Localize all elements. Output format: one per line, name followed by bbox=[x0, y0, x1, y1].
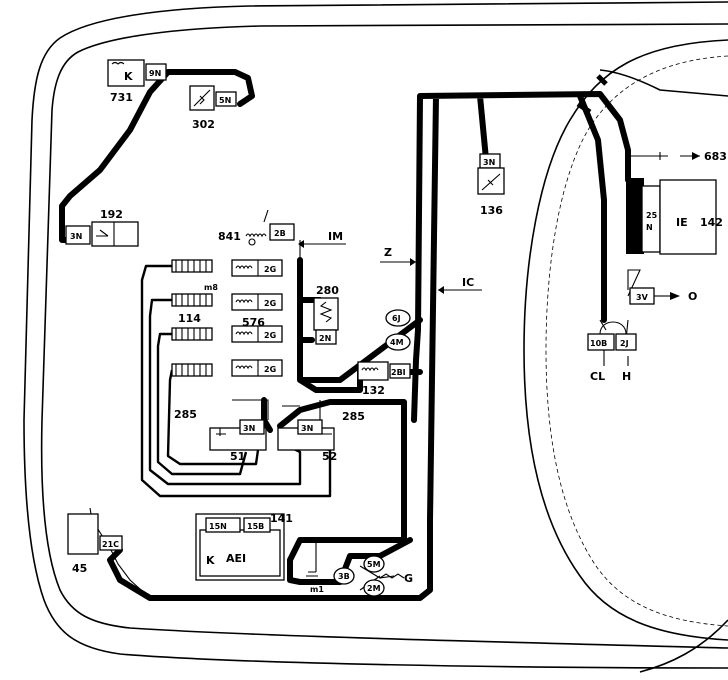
label-576: 576 bbox=[242, 316, 265, 329]
label-280: 280 bbox=[316, 284, 339, 297]
label-m8: m8 bbox=[204, 283, 218, 292]
label-9n: 9N bbox=[149, 69, 161, 78]
vehicle-body-outline bbox=[23, 1, 728, 673]
label-n: N bbox=[646, 223, 653, 232]
label-5n: 5N bbox=[219, 96, 231, 105]
component-boxes bbox=[65, 59, 717, 597]
label-2b: 2B bbox=[274, 229, 286, 238]
label-683: 683 bbox=[704, 150, 727, 163]
component-280-box bbox=[313, 297, 339, 331]
component-132-box bbox=[357, 361, 389, 381]
main-harness bbox=[59, 69, 631, 601]
label-2g-3: 2G bbox=[264, 331, 276, 340]
label-45: 45 bbox=[72, 562, 87, 575]
label-52: 52 bbox=[322, 450, 337, 463]
label-3n-192: 3N bbox=[70, 232, 82, 241]
label-2bi: 2BI bbox=[391, 368, 406, 377]
injector-nozzles bbox=[171, 259, 213, 377]
label-o: O bbox=[688, 290, 697, 303]
label-15n: 15N bbox=[209, 522, 227, 531]
label-192: 192 bbox=[100, 208, 123, 221]
label-g: G bbox=[404, 572, 413, 585]
label-21c: 21C bbox=[102, 540, 119, 549]
diagram-labels: 731 9N K 302 5N 192 3N 841 2B IM Z IC m8… bbox=[70, 69, 727, 594]
label-cl: CL bbox=[590, 370, 605, 383]
label-2j: 2J bbox=[620, 339, 629, 348]
label-ae1: AEI bbox=[226, 552, 246, 565]
label-25: 25 bbox=[646, 211, 658, 220]
label-285-left: 285 bbox=[174, 408, 197, 421]
label-m1: m1 bbox=[310, 585, 324, 594]
label-2n: 2N bbox=[319, 334, 331, 343]
label-2g-2: 2G bbox=[264, 299, 276, 308]
label-2m: 2M bbox=[367, 584, 381, 593]
component-45-box bbox=[67, 513, 99, 555]
label-141: 141 bbox=[270, 512, 293, 525]
label-114: 114 bbox=[178, 312, 201, 325]
module-142-box bbox=[659, 179, 717, 255]
label-2g-4: 2G bbox=[264, 365, 276, 374]
label-142: 142 bbox=[700, 216, 723, 229]
module-k-icon: K bbox=[206, 554, 215, 567]
heater-elements bbox=[231, 259, 283, 377]
label-15b: 15B bbox=[247, 522, 264, 531]
label-4m: 4M bbox=[390, 338, 404, 347]
relay-731-box bbox=[107, 59, 145, 87]
component-136-box bbox=[477, 167, 505, 195]
ignition-cables bbox=[140, 264, 332, 498]
component-192-box bbox=[91, 221, 139, 247]
label-ic: IC bbox=[462, 276, 474, 289]
label-h: H bbox=[622, 370, 631, 383]
label-841: 841 bbox=[218, 230, 241, 243]
label-731: 731 bbox=[110, 91, 133, 104]
label-302: 302 bbox=[192, 118, 215, 131]
label-3n-51: 3N bbox=[243, 424, 255, 433]
leader-arrows bbox=[298, 74, 608, 294]
label-z: Z bbox=[384, 246, 392, 259]
label-im: IM bbox=[328, 230, 343, 243]
label-132: 132 bbox=[362, 384, 385, 397]
label-6j: 6J bbox=[392, 314, 401, 323]
label-51: 51 bbox=[230, 450, 245, 463]
label-3b: 3B bbox=[338, 572, 350, 581]
label-2g-1: 2G bbox=[264, 265, 276, 274]
label-10b: 10B bbox=[590, 339, 607, 348]
label-ie: IE bbox=[676, 216, 688, 229]
label-136: 136 bbox=[480, 204, 503, 217]
relay-k-icon: K bbox=[124, 70, 133, 83]
label-3n-136: 3N bbox=[483, 158, 495, 167]
label-5m: 5M bbox=[367, 560, 381, 569]
label-3v: 3V bbox=[636, 293, 649, 302]
label-285-right: 285 bbox=[342, 410, 365, 423]
label-3n-52: 3N bbox=[301, 424, 313, 433]
